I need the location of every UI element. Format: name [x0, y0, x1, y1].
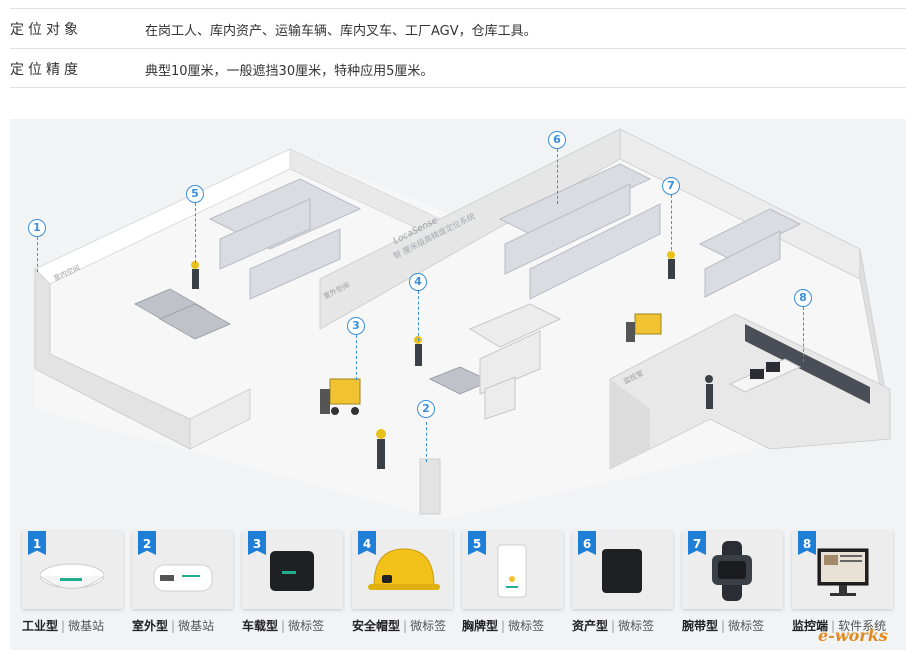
- monitor-wall-screen: [745, 324, 870, 404]
- worker-5: [706, 384, 713, 409]
- worker-3: [377, 439, 385, 469]
- product-card-4[interactable]: 4: [352, 531, 453, 609]
- badge-tag-icon: [497, 544, 527, 598]
- wristband-tag-icon: [712, 541, 752, 601]
- spec-table: 定位对象 在岗工人、库内资产、运输车辆、库内叉车、工厂AGV，仓库工具。 定位精…: [10, 8, 906, 88]
- shelf-right-2: [704, 230, 781, 298]
- product-label-5: 胸牌型|微标签: [462, 619, 545, 633]
- spec-label: 定位对象: [10, 22, 82, 38]
- warehouse-illustration: LocaSense 智 厘米级高精度定位系统 室内空间 室外空间 监控室: [34, 128, 891, 519]
- product-label-2: 室外型|微基站: [132, 619, 215, 633]
- spec-row-target: 定位对象 在岗工人、库内资产、运输车辆、库内叉车、工厂AGV，仓库工具。: [10, 8, 906, 48]
- product-card-3[interactable]: 3: [242, 531, 343, 609]
- product-label-7: 腕带型|微标签: [682, 619, 765, 633]
- shelf-mid-1: [498, 163, 652, 235]
- shelf-right-1: [698, 208, 802, 260]
- card-number: 6: [578, 531, 596, 555]
- product-label-1: 工业型|微基站: [22, 619, 105, 633]
- card-number: 8: [798, 531, 816, 555]
- box-stack-1: [468, 303, 562, 348]
- warehouse-scene: LocaSense 智 厘米级高精度定位系统 室内空间 室外空间 监控室 1 2…: [10, 119, 906, 650]
- marker-4: 4: [409, 273, 427, 291]
- marker-7: 7: [662, 177, 680, 195]
- outdoor-base-station-icon: [153, 564, 213, 592]
- forklift-right: [626, 313, 662, 342]
- shelf-mid-3: [529, 203, 661, 300]
- card-number: 2: [138, 531, 156, 555]
- product-card-7[interactable]: 7: [682, 531, 783, 609]
- industrial-base-station-icon: [39, 563, 105, 589]
- monitor-software-icon: [817, 548, 869, 596]
- card-number: 7: [688, 531, 706, 555]
- marker-1: 1: [28, 219, 46, 237]
- box-stack-2: [479, 330, 541, 395]
- worker-4: [668, 259, 675, 279]
- desk-screen-2: [766, 362, 780, 372]
- shelf-mid-2: [504, 183, 631, 275]
- product-card-6[interactable]: 6: [572, 531, 673, 609]
- marker-2: 2: [417, 400, 435, 418]
- eworks-logo: e-works: [818, 626, 888, 645]
- box-stack-3: [484, 376, 516, 420]
- product-card-1[interactable]: 1: [22, 531, 123, 609]
- forklift-left: [320, 378, 361, 415]
- vehicle-tag-icon: [270, 551, 314, 591]
- asset-tag-icon: [602, 549, 642, 593]
- spec-row-accuracy: 定位精度 典型10厘米，一般遮挡30厘米，特种应用5厘米。: [10, 48, 906, 88]
- marker-3: 3: [347, 317, 365, 335]
- spec-label: 定位精度: [10, 62, 82, 78]
- monitor-room-side: [610, 379, 650, 469]
- worker-1: [192, 269, 199, 289]
- front-pillar: [419, 458, 441, 515]
- shelf-left-3: [249, 228, 341, 300]
- product-label-8: 监控端|软件系统: [792, 619, 887, 633]
- floor: [35, 129, 890, 519]
- product-label-6: 资产型|微标签: [572, 619, 655, 633]
- worker-2: [415, 344, 422, 366]
- product-list: 1 2 3 4 5 6: [22, 531, 902, 609]
- product-card-5[interactable]: 5: [462, 531, 563, 609]
- product-label-4: 安全帽型|微标签: [352, 619, 447, 633]
- shelf-left-2: [219, 198, 311, 270]
- spec-value: 在岗工人、库内资产、运输车辆、库内叉车、工厂AGV，仓库工具。: [145, 24, 537, 39]
- pallet-2: [158, 303, 232, 340]
- card-number: 5: [468, 531, 486, 555]
- marker-6: 6: [548, 131, 566, 149]
- marker-8: 8: [794, 289, 812, 307]
- product-card-8[interactable]: 8: [792, 531, 893, 609]
- desk-screen-1: [750, 369, 764, 379]
- marker-5: 5: [186, 185, 204, 203]
- product-label-3: 车载型|微标签: [242, 619, 325, 633]
- card-number: 3: [248, 531, 266, 555]
- helmet-tag-icon: [368, 548, 440, 590]
- product-card-2[interactable]: 2: [132, 531, 233, 609]
- wall-left-corner: [189, 388, 251, 450]
- card-number: 1: [28, 531, 46, 555]
- spec-value: 典型10厘米，一般遮挡30厘米，特种应用5厘米。: [145, 64, 434, 79]
- card-number: 4: [358, 531, 376, 555]
